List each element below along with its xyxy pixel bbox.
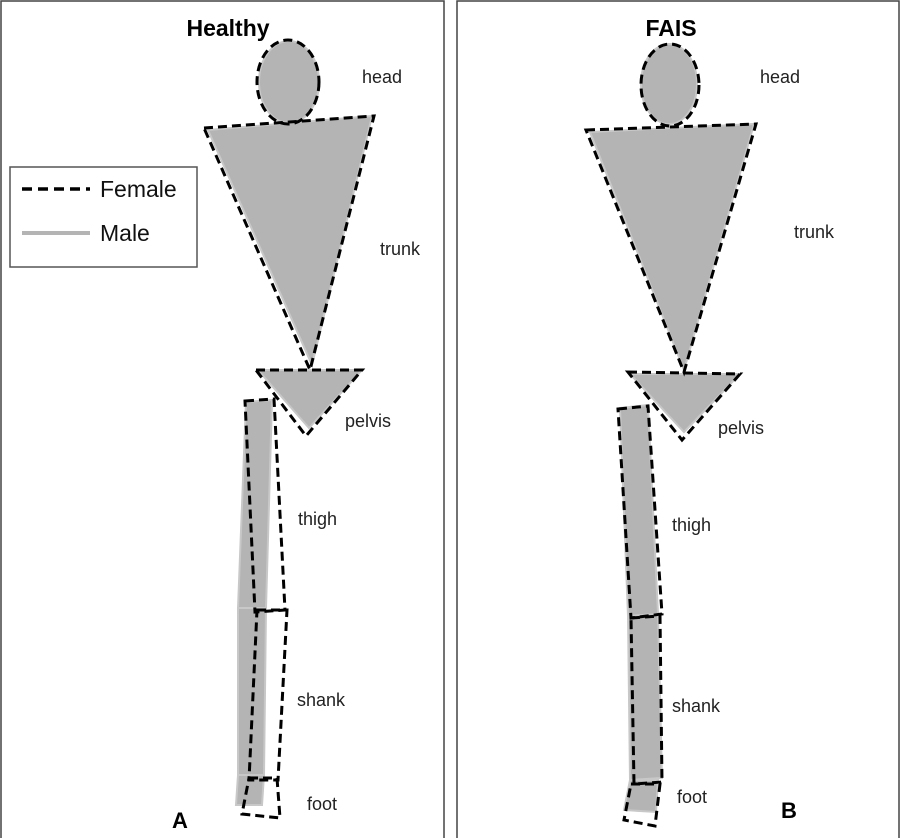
female-thigh-outline — [616, 404, 664, 620]
panel-healthy: Healthy head trunk pelvis thigh shank fo… — [0, 0, 445, 838]
female-head-outline — [639, 42, 701, 128]
panel-letter-a: A — [172, 808, 188, 833]
label-pelvis: pelvis — [718, 418, 764, 438]
female-head-outline — [255, 38, 321, 126]
male-shank-shape — [237, 607, 268, 776]
label-foot: foot — [307, 794, 337, 814]
female-shank-outline — [629, 614, 664, 786]
male-foot-shape — [234, 774, 266, 806]
legend-male-label: Male — [100, 220, 150, 246]
male-head-shape — [640, 43, 698, 125]
label-foot: foot — [677, 787, 707, 807]
label-shank: shank — [297, 690, 346, 710]
label-trunk: trunk — [794, 222, 835, 242]
label-thigh: thigh — [298, 509, 337, 529]
label-thigh: thigh — [672, 515, 711, 535]
label-head: head — [362, 67, 402, 87]
female-pelvis-outline — [624, 370, 744, 443]
female-foot-outline — [622, 782, 662, 828]
legend: Female Male — [9, 166, 198, 268]
male-segments-healthy — [206, 40, 374, 806]
label-trunk: trunk — [380, 239, 421, 259]
female-foot-outline — [240, 776, 282, 820]
female-segments-fais — [583, 42, 759, 828]
panel-title-fais: FAIS — [645, 15, 696, 41]
male-segments-fais — [588, 43, 756, 814]
label-pelvis: pelvis — [345, 411, 391, 431]
panel-title-healthy: Healthy — [186, 15, 269, 41]
female-trunk-outline — [201, 114, 376, 375]
legend-box — [9, 166, 198, 268]
female-segments-healthy — [201, 38, 376, 820]
panel-fais: FAIS head trunk pelvis thigh shank foot … — [456, 0, 900, 838]
panel-letter-b: B — [781, 798, 797, 823]
female-trunk-outline — [583, 122, 759, 377]
label-head: head — [760, 67, 800, 87]
legend-female-label: Female — [100, 176, 177, 202]
label-shank: shank — [672, 696, 721, 716]
